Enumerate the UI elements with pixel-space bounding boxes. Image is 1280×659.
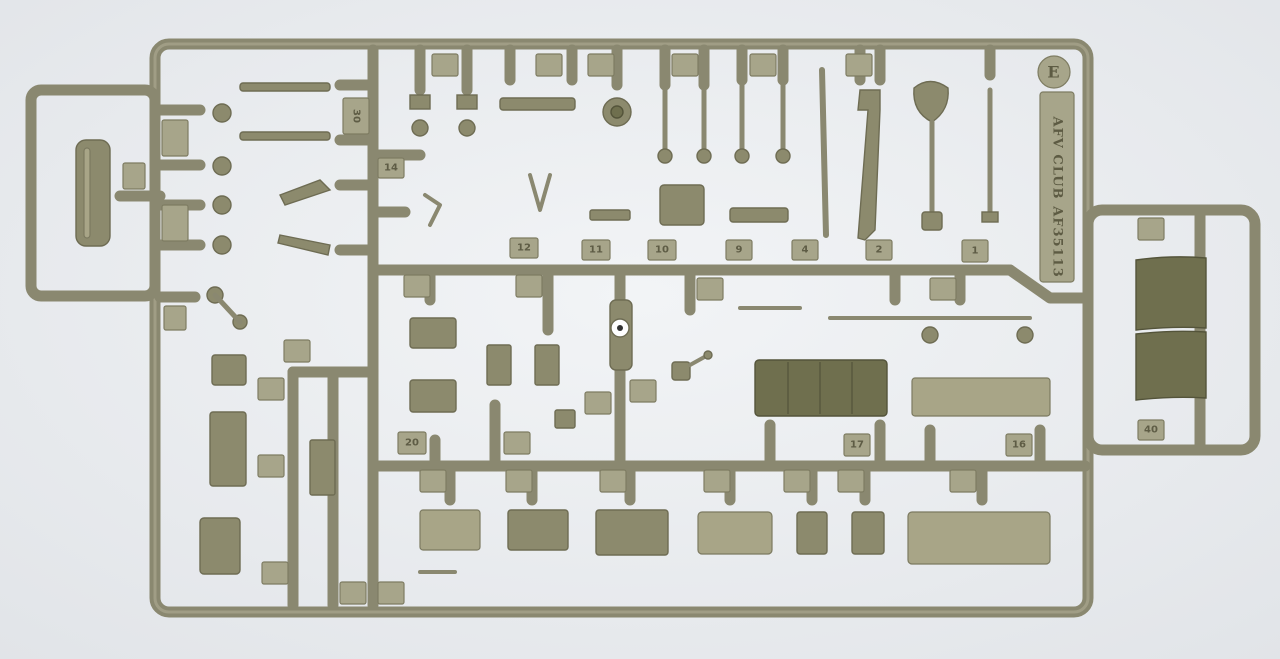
plate-part [419, 509, 481, 551]
part-number-1: 1 [972, 246, 979, 257]
plate-part [796, 511, 828, 555]
knob-part [411, 119, 429, 137]
part-number-10: 10 [655, 245, 669, 256]
fork-part [528, 173, 552, 212]
bottom-parts [418, 509, 1051, 574]
fender-part [1135, 256, 1207, 331]
tool-handles [657, 79, 791, 164]
blank-tabs [122, 53, 1165, 605]
plate-part [697, 511, 773, 555]
plate-part [595, 509, 669, 556]
rod-assembly-part [738, 306, 1034, 344]
fender-part [1135, 330, 1207, 401]
box-part [409, 317, 457, 349]
bracket-part [486, 344, 512, 386]
part-number-30: 30 [351, 109, 362, 123]
middle-parts [409, 299, 1051, 429]
upper-parts [409, 67, 999, 241]
plate-part [507, 509, 569, 551]
sprue-brand: AFV CLUB [1050, 115, 1065, 199]
part-number-14: 14 [384, 163, 398, 174]
rod-part [239, 82, 331, 92]
stowage-box-part [754, 359, 888, 417]
bracket-part [534, 344, 560, 386]
right-outrigger-parts [1135, 256, 1207, 401]
small-bar-part [589, 209, 631, 221]
sprue-code: AF35113 [1050, 205, 1065, 278]
axe-part [857, 89, 881, 241]
part-number-17: 17 [850, 440, 864, 451]
part-number-20: 20 [405, 438, 419, 449]
left-outrigger-parts [75, 103, 248, 330]
ball-part [212, 156, 232, 176]
bracket-part [279, 179, 332, 206]
clamp-part [729, 207, 789, 223]
shovel-part [913, 80, 949, 231]
engine-block-part [199, 517, 241, 575]
crowbar-part [819, 67, 829, 238]
ball-part [212, 235, 232, 255]
left-column-parts [199, 82, 336, 575]
panel-part [209, 411, 247, 487]
ball-part [212, 195, 232, 215]
large-plate-part [907, 511, 1051, 565]
knob-part [458, 119, 476, 137]
part-number-11: 11 [589, 245, 603, 256]
number-tabs: 40 30 14 12 11 10 9 4 2 1 20 17 16 [342, 97, 1165, 457]
part-number-4: 4 [802, 245, 809, 256]
bracket-part [277, 234, 331, 256]
sprue-letter: E [1047, 63, 1060, 82]
hook-part [423, 193, 442, 227]
plate-part [851, 511, 885, 555]
part-number-40: 40 [1144, 425, 1158, 436]
part-number-2: 2 [876, 245, 883, 256]
bar-part [499, 97, 576, 111]
small-assembly-part [206, 286, 248, 330]
cylinder-part [75, 139, 111, 247]
part-number-16: 16 [1012, 440, 1026, 451]
rod-part [239, 131, 331, 141]
ball-part [212, 103, 232, 123]
detail-panel-part [911, 377, 1051, 417]
box-part [409, 379, 457, 413]
box-part [211, 354, 247, 386]
lamp-part [659, 184, 705, 226]
frame-part [309, 439, 336, 496]
lever-part [671, 350, 713, 381]
part-number-9: 9 [736, 245, 743, 256]
part-number-12: 12 [517, 243, 531, 254]
sprue-id-plate: E AFV CLUB AF35113 [1037, 55, 1075, 283]
